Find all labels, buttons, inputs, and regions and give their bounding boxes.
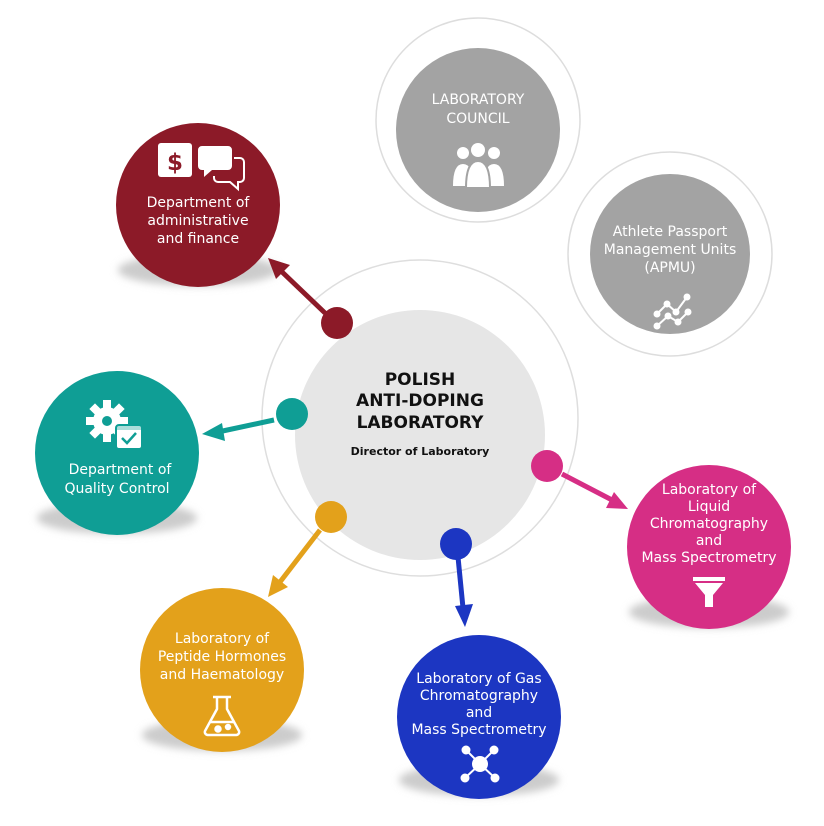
center-title-line-3: LABORATORY	[357, 413, 485, 433]
liquid-line-3: Chromatography	[650, 516, 768, 532]
apmu-line-3: (APMU)	[644, 260, 695, 276]
liquid-line-1: Laboratory of	[662, 482, 757, 498]
apmu-line-1: Athlete Passport	[613, 224, 728, 240]
connector-dot	[531, 450, 563, 482]
unit-peptide-hormones[interactable]: Laboratory of Peptide Hormones and Haema…	[140, 588, 304, 752]
connector-quality-control	[202, 398, 308, 441]
apmu-line-2: Management Units	[604, 242, 736, 258]
center-node: POLISH ANTI-DOPING LABORATORY Director o…	[261, 259, 579, 577]
gas-line-1: Laboratory of Gas	[416, 671, 541, 687]
center-title-line-1: POLISH	[385, 370, 456, 390]
admin-finance-line-3: and finance	[157, 231, 239, 247]
center-title-line-2: ANTI-DOPING	[356, 391, 484, 411]
chart-graph-icon	[653, 293, 692, 330]
lab-council-line-1: LABORATORY	[432, 92, 525, 108]
connector-liquid	[531, 450, 628, 509]
liquid-line-2: Liquid	[688, 499, 730, 515]
gas-line-4: Mass Spectrometry	[411, 722, 546, 738]
connector-dot	[321, 307, 353, 339]
liquid-line-4: and	[696, 533, 722, 549]
unit-quality-control[interactable]: Department of Quality Control	[35, 371, 199, 535]
unit-apmu[interactable]: Athlete Passport Management Units (APMU)	[567, 151, 773, 357]
admin-finance-line-1: Department of	[147, 195, 251, 211]
peptide-line-2: Peptide Hormones	[158, 649, 286, 665]
unit-liquid-chromatography[interactable]: Laboratory of Liquid Chromatography and …	[627, 465, 791, 629]
liquid-line-5: Mass Spectrometry	[641, 550, 776, 566]
unit-laboratory-council[interactable]: LABORATORY COUNCIL	[375, 17, 581, 223]
arrowhead	[606, 492, 628, 509]
svg-text:$: $	[167, 150, 183, 176]
quality-line-1: Department of	[69, 462, 173, 478]
connector-admin-finance	[268, 258, 353, 339]
connector-dot	[315, 501, 347, 533]
arrowhead	[202, 423, 225, 441]
arrowhead	[268, 258, 290, 279]
connector-peptide	[268, 501, 347, 597]
connector-dot	[440, 528, 472, 560]
unit-admin-finance[interactable]: Department of administrative and finance…	[116, 123, 280, 287]
gas-line-2: Chromatography	[420, 688, 538, 704]
unit-gas-chromatography[interactable]: Laboratory of Gas Chromatography and Mas…	[397, 635, 561, 799]
gas-line-3: and	[466, 705, 492, 721]
lab-council-line-2: COUNCIL	[446, 111, 509, 127]
quality-line-2: Quality Control	[64, 481, 169, 497]
flask-icon	[203, 695, 241, 737]
admin-finance-line-2: administrative	[147, 213, 248, 229]
arrowhead	[455, 604, 473, 627]
dollar-chat-icon: $	[158, 143, 245, 192]
peptide-line-1: Laboratory of	[175, 631, 270, 647]
connector-dot	[276, 398, 308, 430]
connector-gas	[440, 528, 473, 627]
funnel-icon	[693, 577, 725, 607]
people-group-icon	[453, 143, 504, 189]
molecule-icon	[460, 745, 500, 783]
arrowhead	[268, 575, 288, 597]
center-subtitle: Director of Laboratory	[351, 445, 490, 458]
peptide-line-3: and Haematology	[160, 667, 284, 683]
